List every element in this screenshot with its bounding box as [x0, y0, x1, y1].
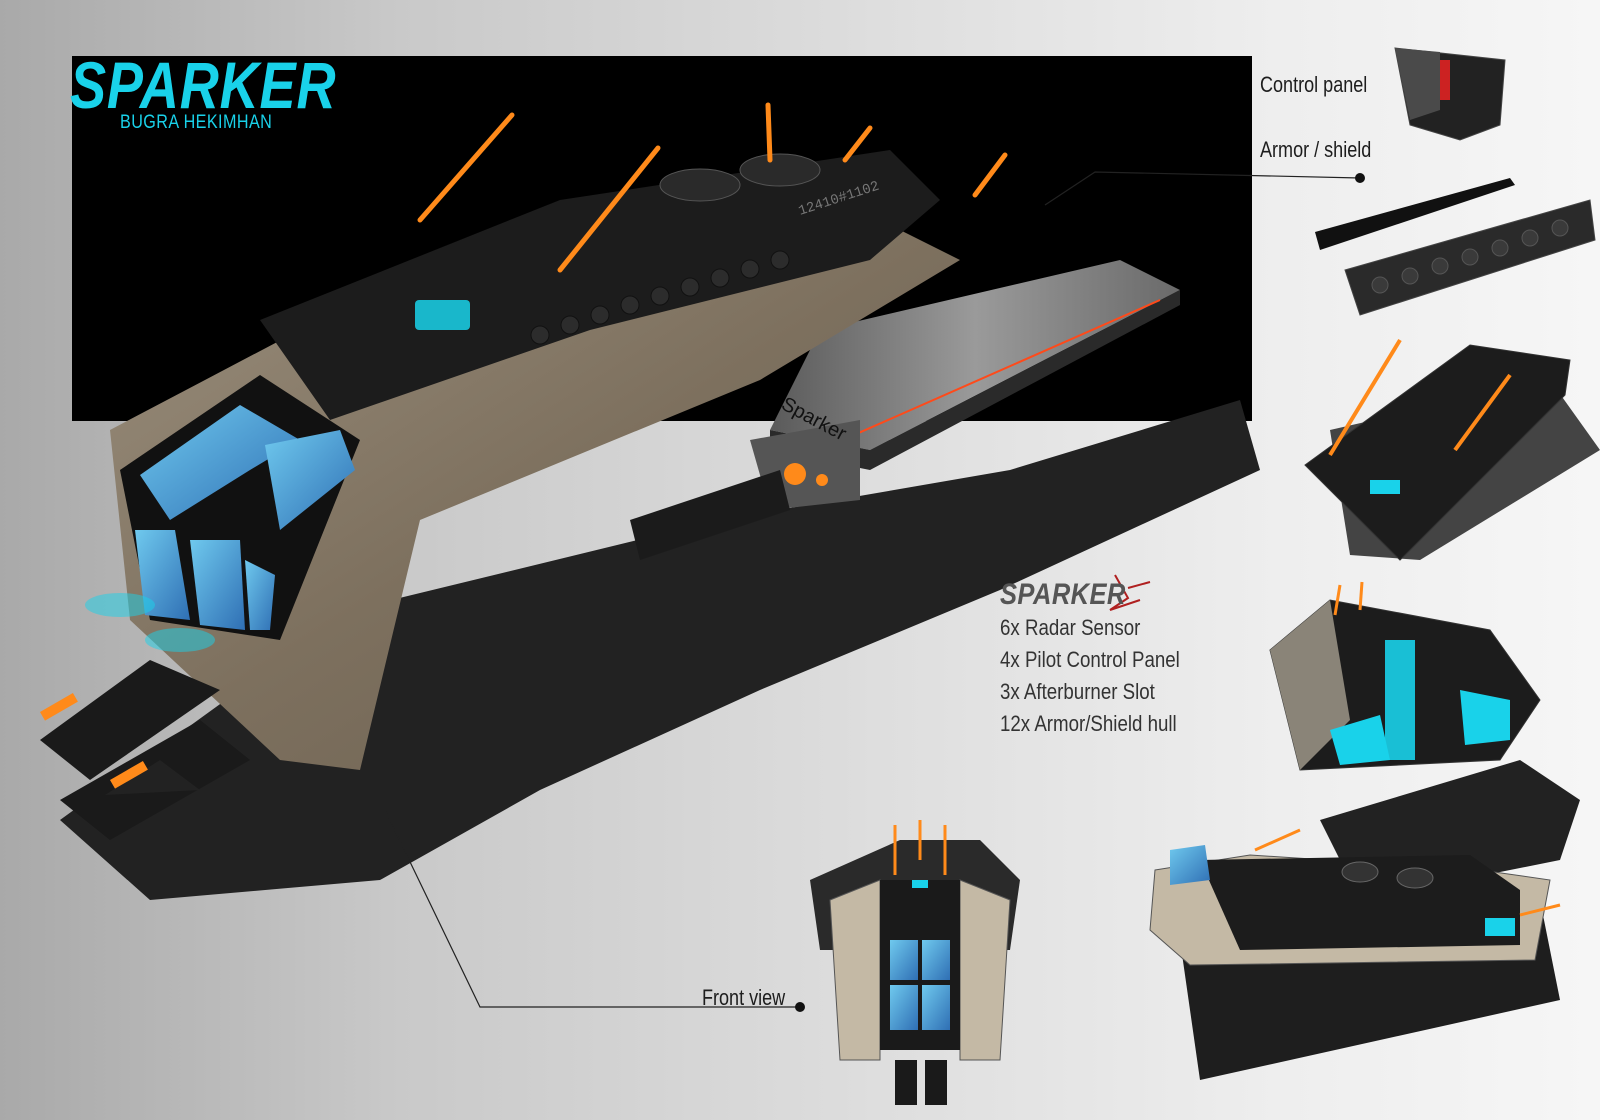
control-light [415, 300, 470, 330]
front-view-ship [810, 820, 1020, 1105]
back-view-ship [1269, 581, 1580, 900]
page-title: SPARKER [70, 48, 337, 122]
main-ship-shadow [60, 400, 1260, 900]
spec-item: 3x Afterburner Slot [1000, 679, 1155, 704]
radar-antennas [417, 102, 1008, 273]
main-ship-deck [260, 150, 940, 420]
armor-hex-row [530, 250, 790, 345]
callout-armor-shield: Armor / shield [1260, 137, 1372, 162]
spec-item: 12x Armor/Shield hull [1000, 711, 1177, 736]
armor-plate-part [1315, 178, 1515, 250]
spec-item: 6x Radar Sensor [1000, 615, 1141, 640]
spec-title: SPARKER [1000, 578, 1126, 611]
side-view-ship [1149, 828, 1561, 1080]
control-panel-part [1394, 47, 1506, 141]
shield-plate-part [1344, 199, 1596, 316]
front-weapon-pod [630, 420, 860, 560]
callout-front-view: Front view [702, 985, 786, 1010]
rear-view-ship [1304, 338, 1600, 561]
main-ship-turret [739, 153, 821, 187]
thrusters [40, 593, 250, 840]
main-ship-turret [659, 168, 741, 202]
callout-dot-front [795, 1002, 805, 1012]
signature-mark [1109, 574, 1151, 611]
spec-item: 4x Pilot Control Panel [1000, 647, 1180, 672]
main-ship-cockpit [120, 375, 360, 640]
callout-control-panel: Control panel [1260, 72, 1368, 97]
spec-list: SPARKER 6x Radar Sensor 4x Pilot Control… [1000, 578, 1212, 740]
callout-dot-armor [1355, 173, 1365, 183]
author-name: BUGRA HEKIMHAN [120, 112, 273, 133]
callout-lines [384, 171, 1361, 1008]
